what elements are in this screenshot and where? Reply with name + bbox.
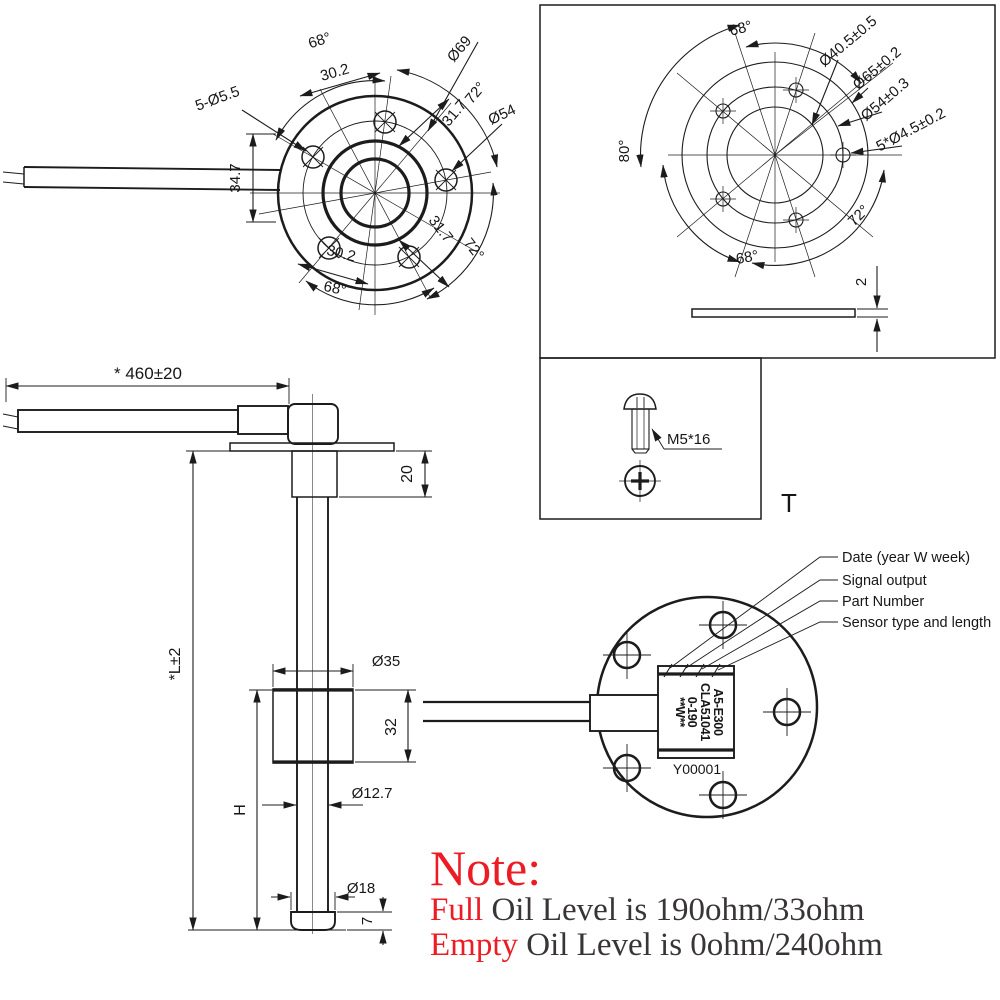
dim-thickness: 2 [853, 278, 870, 286]
callout-signal-output: Signal output [842, 573, 927, 589]
dim-holes-label: 5*Ø4.5±0.2 [873, 105, 948, 156]
cable-connector [237, 405, 289, 435]
bolt-hole [301, 145, 325, 169]
plate-line-date-code: **W** [673, 697, 687, 727]
sensor-head [287, 403, 339, 445]
gasket-view: 68° Ø40.5±0.5 Ø65±0.2 Ø54±0.3 5*Ø4.5±0.2… [539, 4, 996, 520]
dim-float-position: H [232, 804, 249, 816]
dim-head-height: 20 [399, 465, 416, 483]
screw-detail: M5*16 [619, 393, 722, 502]
note-empty-line: Empty Oil Level is 0ohm/240ohm [430, 928, 883, 963]
label-plate: A5-E300 CLA51041 0-190 **W** [657, 663, 735, 759]
section-mark: T [781, 488, 797, 518]
dim-angle-left: 80° [616, 140, 633, 163]
dim-pitch-bottom: 31.7 [425, 212, 456, 245]
screw-frame [539, 357, 762, 520]
dim-angle-top-right: 72° [462, 79, 490, 107]
view-frame [539, 4, 996, 359]
dim-cable-length: * 460±20 [114, 364, 182, 383]
bolt-hole [699, 771, 747, 819]
dim-angle-bottom: 68° [735, 247, 760, 268]
dim-float-dia: Ø35 [372, 653, 400, 670]
bolt-hole [699, 601, 747, 649]
note-empty-text: Oil Level is 0ohm/240ohm [518, 927, 883, 964]
head-body [291, 450, 338, 498]
dim-dia-outer: Ø69 [444, 33, 475, 66]
dim-chord-top: 30.2 [318, 60, 351, 84]
side-assembly-view: * 460±20 20 *L±2 [2, 364, 432, 945]
dim-tip-dia: Ø18 [347, 880, 375, 897]
plate-line-signal-output: 0-190 [685, 697, 699, 728]
callout-sensor-type: Sensor type and length [842, 615, 991, 631]
flange-front-view: 68° 30.2 Ø69 72° 31.7 Ø54 5-Ø5.5 34.7 31… [2, 29, 519, 315]
screw-size-label: M5*16 [667, 431, 710, 448]
bolt-hole [434, 168, 458, 192]
dim-overall-length: *L±2 [167, 648, 184, 681]
gasket-hole [830, 142, 856, 168]
wire-end [2, 171, 25, 175]
wire-end [2, 181, 25, 185]
float [272, 688, 354, 764]
note-empty-label: Empty [430, 927, 518, 964]
dim-chord-bottom: 30.2 [325, 242, 357, 266]
cable [2, 166, 281, 191]
dim-angle-bottom-right: 72° [845, 202, 873, 230]
serial-number: Y00001 [673, 761, 721, 777]
dim-angle-top: 68° [728, 18, 754, 40]
dim-holes-label: 5-Ø5.5 [193, 83, 242, 115]
dim-angle-bottom: 68° [322, 278, 348, 299]
dim-cable-width: 34.7 [227, 163, 244, 192]
gasket-side-view: 2 [691, 266, 888, 352]
gasket-hole [783, 207, 809, 233]
plate-line-part-number: CLA51041 [698, 683, 712, 741]
bolt-hole [373, 110, 397, 134]
bolt-hole [763, 688, 811, 736]
top-label-view: A5-E300 CLA51041 0-190 **W** Y00001 Date… [423, 550, 991, 819]
boss-inner-circle [339, 157, 411, 229]
plate-line-sensor-type: A5-E300 [711, 688, 725, 736]
note-block: Note: Full Oil Level is 190ohm/33ohm Emp… [430, 843, 883, 964]
cable-connector [589, 694, 660, 732]
bolt-hole [603, 744, 651, 792]
bolt-hole [317, 236, 341, 260]
note-title: Note: [430, 840, 542, 896]
dim-angle-top: 68° [306, 29, 333, 52]
note-full-text: Oil Level is 190ohm/33ohm [483, 892, 865, 928]
dim-tip-height: 7 [359, 917, 376, 925]
dim-float-height: 32 [383, 718, 400, 736]
note-full-label: Full [430, 892, 484, 928]
callout-part-number: Part Number [842, 594, 924, 610]
tube-end-cap [290, 911, 336, 931]
dim-angle-bottom-right: 72° [460, 235, 487, 263]
note-full-line: Full Oil Level is 190ohm/33ohm [430, 892, 883, 928]
bolt-hole [603, 631, 651, 679]
cable [2, 409, 239, 433]
gasket-hole [783, 77, 809, 103]
callout-date: Date (year W week) [842, 550, 970, 566]
dim-tube-dia: Ø12.7 [352, 785, 393, 802]
